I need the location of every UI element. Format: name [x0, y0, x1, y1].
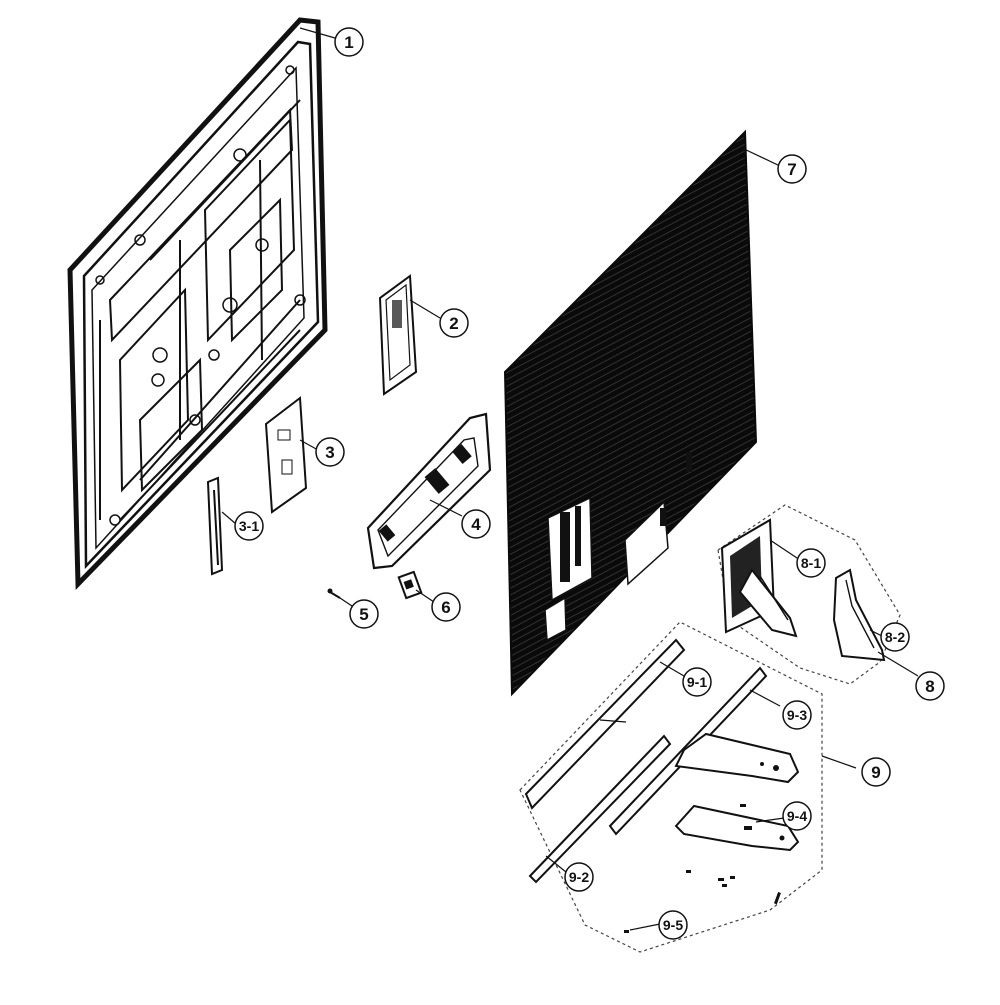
part-9-1-rail — [524, 638, 686, 810]
callout-3-1: 3-1 — [234, 511, 264, 541]
svg-text:8-2: 8-2 — [885, 629, 905, 645]
svg-text:3: 3 — [325, 443, 334, 462]
part-7-display-panel — [503, 129, 781, 697]
svg-text:9-4: 9-4 — [787, 808, 807, 824]
svg-text:3-1: 3-1 — [239, 518, 259, 534]
callout-7: 7 — [777, 154, 807, 184]
part-3-board — [264, 396, 319, 514]
callout-3: 3 — [315, 437, 345, 467]
svg-text:8-1: 8-1 — [801, 555, 821, 571]
part-9-screws — [686, 870, 781, 905]
part-8-group — [717, 504, 919, 685]
callout-9-1: 9-1 — [682, 667, 712, 697]
callout-8-1: 8-1 — [796, 548, 826, 578]
part-2-board — [378, 274, 441, 396]
part-9-group — [519, 621, 857, 953]
callout-9-5: 9-5 — [658, 910, 688, 940]
callout-6: 6 — [431, 592, 461, 622]
callout-9-2: 9-2 — [564, 862, 594, 892]
part-9-2-rail — [528, 734, 672, 884]
svg-text:8: 8 — [925, 677, 934, 696]
leader-line-7 — [741, 147, 781, 167]
callout-2: 2 — [439, 308, 469, 338]
callout-9: 9 — [861, 757, 891, 787]
svg-text:6: 6 — [441, 598, 450, 617]
callout-1: 1 — [334, 27, 364, 57]
callout-8-2: 8-2 — [880, 622, 910, 652]
svg-text:4: 4 — [471, 515, 481, 534]
svg-text:9: 9 — [871, 763, 880, 782]
part-8-1-stand-neck — [720, 518, 801, 638]
svg-text:9-5: 9-5 — [663, 917, 683, 933]
svg-text:5: 5 — [359, 605, 368, 624]
svg-text:2: 2 — [449, 314, 458, 333]
svg-text:9-2: 9-2 — [569, 869, 589, 885]
part-5-screw — [327, 588, 353, 607]
part-9-4-base-plate — [674, 804, 800, 852]
svg-text:7: 7 — [787, 160, 796, 179]
part-8-2-stand-support — [832, 568, 919, 677]
callout-9-4: 9-4 — [782, 801, 812, 831]
svg-text:9-3: 9-3 — [787, 707, 807, 723]
part-3-1-strip — [206, 476, 237, 576]
callout-8: 8 — [915, 671, 945, 701]
part-9-5-screw — [624, 923, 661, 933]
part-1-rear-frame — [67, 17, 336, 591]
callout-9-3: 9-3 — [782, 700, 812, 730]
part-9-3-stand-base — [608, 666, 800, 836]
callout-5: 5 — [349, 599, 379, 629]
leader-line-1 — [299, 27, 336, 39]
svg-text:9-1: 9-1 — [687, 674, 707, 690]
part-6-component — [397, 570, 435, 603]
svg-text:1: 1 — [344, 33, 353, 52]
callout-4: 4 — [461, 509, 491, 539]
part-4-bracket — [366, 412, 492, 570]
